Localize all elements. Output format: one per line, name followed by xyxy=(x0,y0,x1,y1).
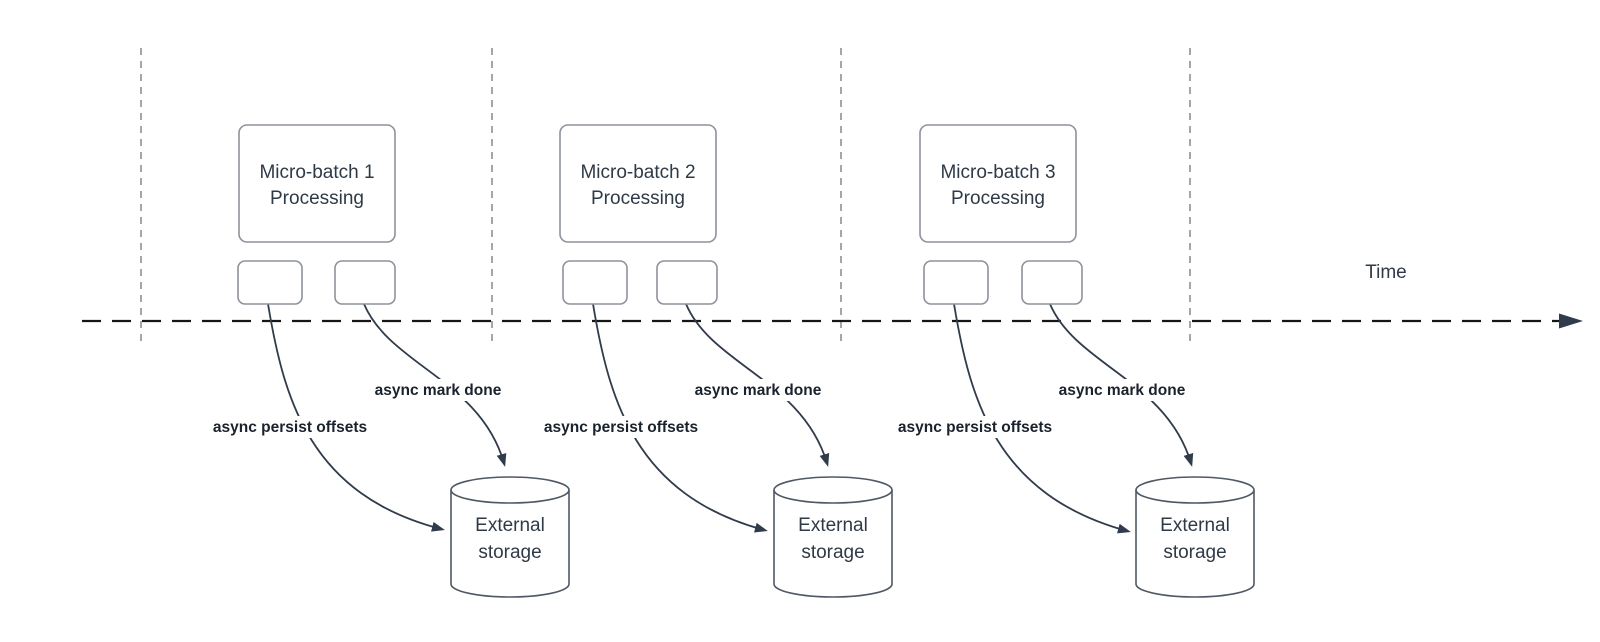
external-storage-cylinder: External storage xyxy=(773,476,893,598)
mark-done-label: async mark done xyxy=(695,382,822,399)
mark-done-label-bg xyxy=(363,379,513,401)
processing-box xyxy=(919,124,1077,243)
mark-done-label-bg xyxy=(683,379,833,401)
persist-offsets-arrow xyxy=(953,303,1131,534)
persist-offsets-label-bg xyxy=(198,416,382,438)
offset-task-box xyxy=(923,260,989,305)
processing-box-title-line1: Micro-batch 3 xyxy=(940,162,1055,183)
processing-box-title-line2: Processing xyxy=(591,188,685,209)
storage-cylinder-top xyxy=(1135,476,1255,504)
storage-label-line1: External xyxy=(798,515,868,536)
storage-label-line2: storage xyxy=(1163,542,1226,563)
storage-cylinder-top xyxy=(773,476,893,504)
external-storage-cylinder: External storage xyxy=(450,476,570,598)
mark-done-arrow xyxy=(363,303,507,467)
persist-offsets-label-bg xyxy=(529,416,713,438)
mark-done-label: async mark done xyxy=(375,382,502,399)
time-axis-label: Time xyxy=(1365,262,1407,283)
persist-offsets-arrow xyxy=(267,303,445,532)
processing-box-title-line2: Processing xyxy=(270,188,364,209)
mark-done-label-bg xyxy=(1047,379,1197,401)
mark-done-label: async mark done xyxy=(1059,382,1186,399)
persist-offsets-label: async persist offsets xyxy=(898,419,1052,436)
persist-offsets-label-bg xyxy=(883,416,1067,438)
done-task-box xyxy=(334,260,396,305)
processing-box xyxy=(238,124,396,243)
storage-label-line1: External xyxy=(475,515,545,536)
persist-offsets-label: async persist offsets xyxy=(544,419,698,436)
micro-batch-group-3: Micro-batch 3 Processing async persist o… xyxy=(883,124,1255,598)
storage-cylinder-top xyxy=(450,476,570,504)
mark-done-arrow xyxy=(685,303,830,467)
storage-label-line2: storage xyxy=(801,542,864,563)
storage-label-line2: storage xyxy=(478,542,541,563)
mark-done-arrow xyxy=(1049,303,1194,467)
time-axis-arrowhead-icon xyxy=(1559,313,1583,329)
offset-task-box xyxy=(237,260,303,305)
external-storage-cylinder: External storage xyxy=(1135,476,1255,598)
persist-offsets-arrow xyxy=(592,303,768,533)
storage-cylinder-body xyxy=(773,490,893,598)
processing-box xyxy=(559,124,717,243)
offset-task-box xyxy=(562,260,628,305)
time-guides xyxy=(140,48,1191,341)
processing-box-title-line2: Processing xyxy=(951,188,1045,209)
done-task-box xyxy=(1021,260,1083,305)
storage-cylinder-body xyxy=(1135,490,1255,598)
storage-cylinder-body xyxy=(450,490,570,598)
persist-offsets-label: async persist offsets xyxy=(213,419,367,436)
time-axis: Time xyxy=(82,262,1583,329)
done-task-box xyxy=(656,260,718,305)
processing-box-title-line1: Micro-batch 1 xyxy=(259,162,374,183)
processing-box-title-line1: Micro-batch 2 xyxy=(580,162,695,183)
micro-batch-group-1: Micro-batch 1 Processing async persist o… xyxy=(198,124,570,598)
micro-batch-group-2: Micro-batch 2 Processing async persist o… xyxy=(529,124,893,598)
storage-label-line1: External xyxy=(1160,515,1230,536)
